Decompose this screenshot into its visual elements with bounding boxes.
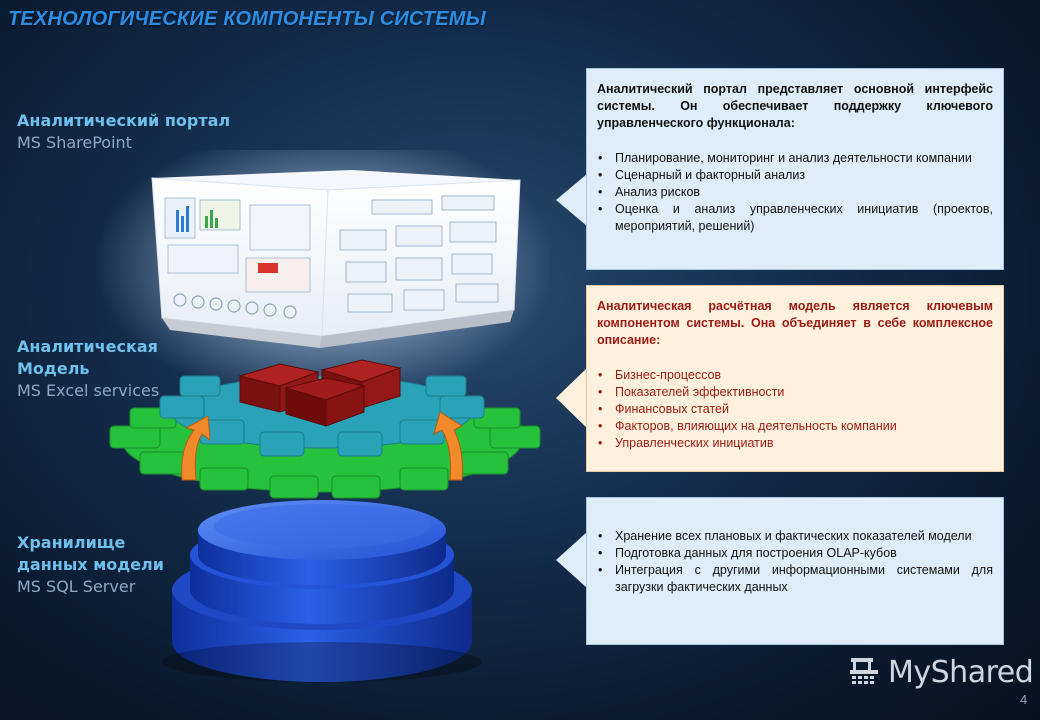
list-item: Хранение всех плановых и фактических пок…: [598, 528, 993, 545]
label-storage-sub: MS SQL Server: [17, 577, 136, 596]
label-storage: Хранилище данных модели MS SQL Server: [17, 532, 164, 598]
callout-model-lead: Аналитическая расчётная модель является …: [597, 299, 993, 347]
label-portal: Аналитический портал MS SharePoint: [17, 110, 230, 154]
page-title: ТЕХНОЛОГИЧЕСКИЕ КОМПОНЕНТЫ СИСТЕМЫ: [8, 8, 486, 30]
list-item: Показателей эффективности: [598, 384, 993, 401]
list-item: Факторов, влияющих на деятельность компа…: [598, 418, 993, 435]
list-item: Бизнес-процессов: [598, 367, 993, 384]
callout-portal-list: Планирование, мониторинг и анализ деятел…: [597, 150, 993, 235]
model-gears: [109, 359, 541, 499]
label-model: Аналитическая Модель MS Excel services: [17, 336, 159, 402]
callout-portal-pointer: [556, 174, 587, 226]
label-model-heading-1: Аналитическая: [17, 337, 158, 356]
storage-cylinder: [162, 500, 482, 682]
label-portal-heading: Аналитический портал: [17, 111, 231, 130]
callout-storage: Хранение всех плановых и фактических пок…: [586, 497, 1004, 645]
system-stack-illustration: [95, 150, 550, 682]
page-number: 4: [1020, 692, 1028, 707]
list-item: Интеграция с другими информационными сис…: [598, 562, 993, 596]
callout-model: Аналитическая расчётная модель является …: [586, 285, 1004, 472]
callout-storage-pointer: [556, 532, 587, 588]
callout-model-list: Бизнес-процессов Показателей эффективнос…: [597, 367, 993, 452]
label-portal-sub: MS SharePoint: [17, 133, 132, 152]
list-item: Планирование, мониторинг и анализ деятел…: [598, 150, 993, 167]
label-model-heading-2: Модель: [17, 359, 90, 378]
logo-text: MyShared: [888, 654, 1034, 690]
list-item: Сценарный и факторный анализ: [598, 167, 993, 184]
label-storage-heading-2: данных модели: [17, 555, 164, 574]
label-model-sub: MS Excel services: [17, 381, 160, 400]
list-item: Анализ рисков: [598, 184, 993, 201]
list-item: Оценка и анализ управленческих инициатив…: [598, 201, 993, 235]
portal-box: [151, 170, 521, 348]
callout-portal-lead: Аналитический портал представляет основн…: [597, 82, 993, 130]
list-item: Подготовка данных для построения OLAP-ку…: [598, 545, 993, 562]
callout-model-pointer: [556, 368, 587, 428]
cash-register-icon: [850, 658, 878, 684]
list-item: Финансовых статей: [598, 401, 993, 418]
label-storage-heading-1: Хранилище: [17, 533, 126, 552]
callout-storage-list: Хранение всех плановых и фактических пок…: [597, 528, 993, 596]
myshared-logo[interactable]: MyShared: [848, 654, 1034, 690]
callout-portal: Аналитический портал представляет основн…: [586, 68, 1004, 270]
list-item: Управленческих инициатив: [598, 435, 993, 452]
